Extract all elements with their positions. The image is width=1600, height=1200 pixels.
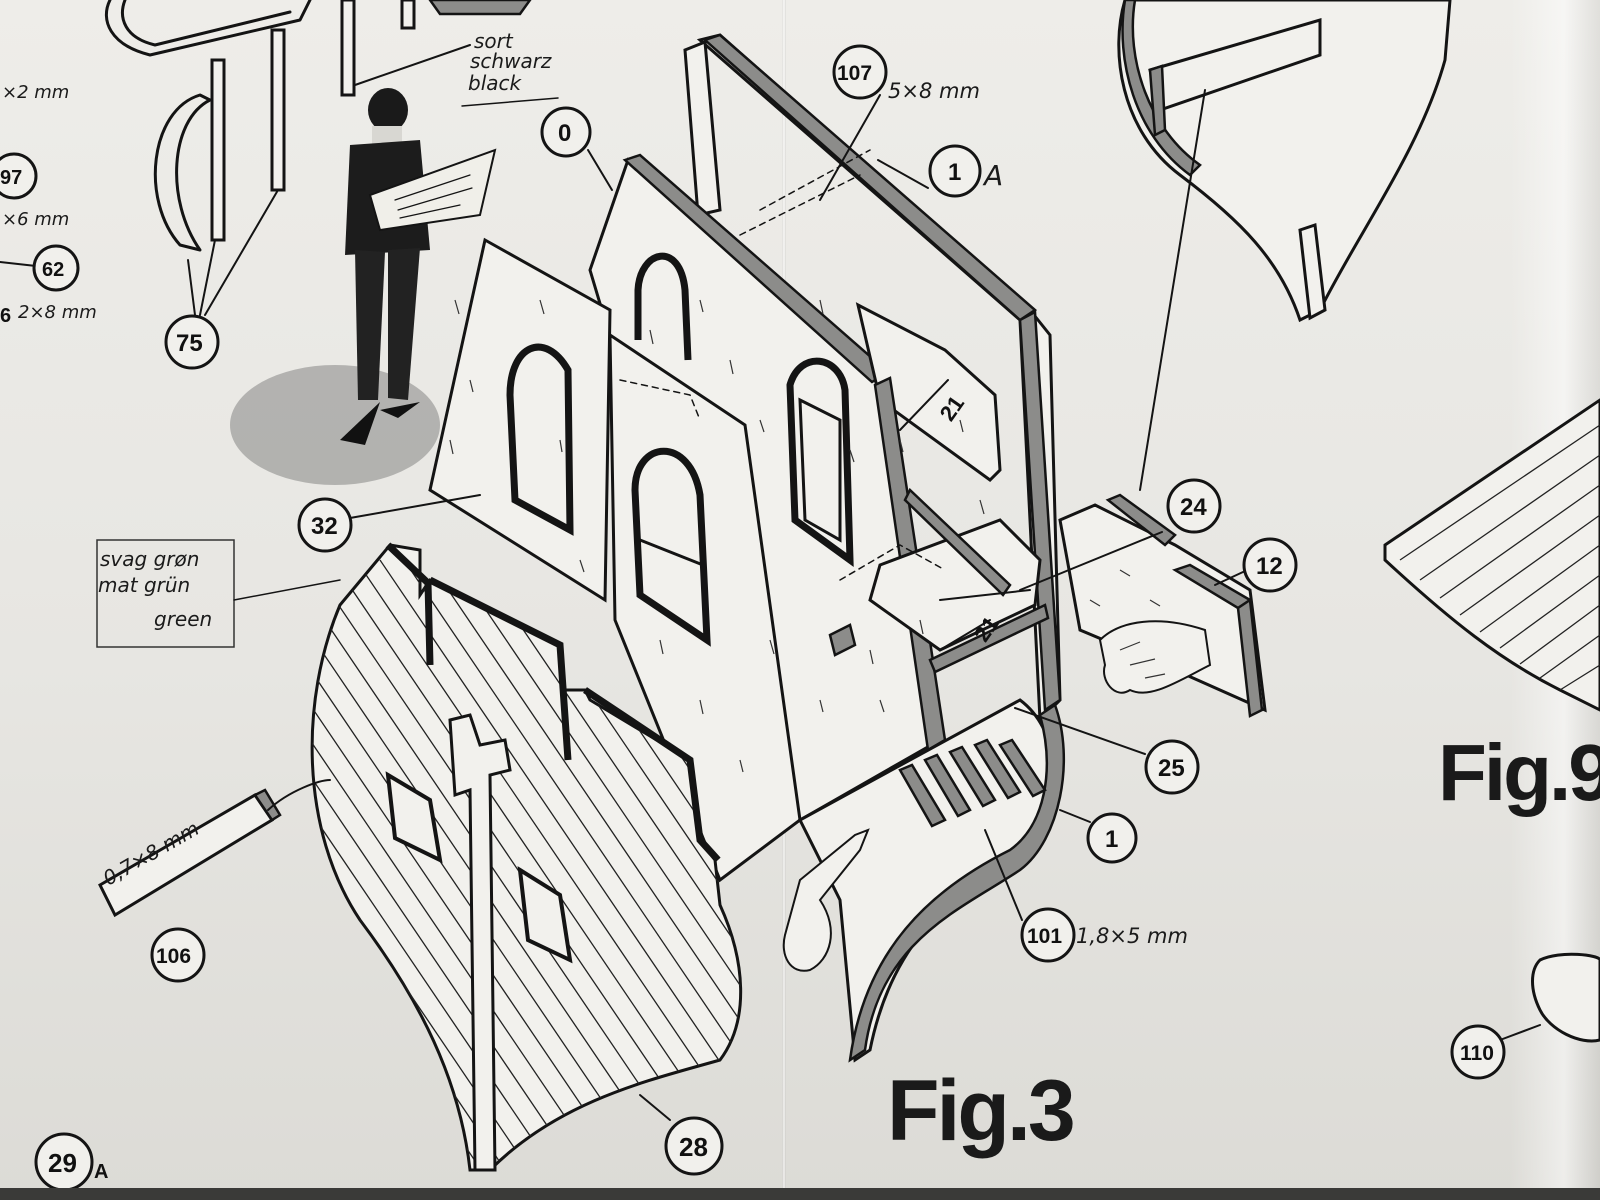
bottom-page-edge [0, 1188, 1600, 1200]
hull-plank-line [427, 559, 741, 1170]
partial-figure-title-right: Fig.9 [1438, 728, 1600, 817]
hull-plank-line [451, 559, 741, 1170]
left-dimension-3: 2×8 mm [18, 302, 97, 323]
callout-97-circle [0, 152, 38, 200]
left-dimension-4: 6 [0, 305, 11, 327]
hull-plank-line [312, 559, 705, 1170]
paint-note-green: svag grøn mat grün green [96, 539, 341, 648]
left-margin-labels: ×2 mm 97 ×6 mm 62 6 2×8 mm [0, 82, 97, 327]
callout-0-label: 0 [558, 120, 571, 147]
paint-note-green-line1: svag grøn [100, 547, 199, 571]
paint-note-black-line3: black [468, 71, 523, 95]
callout-24-label: 24 [1180, 494, 1207, 521]
callout-1a-circle [928, 144, 982, 198]
hull-plank-line [312, 559, 657, 1170]
callout-28-label: 28 [679, 1132, 708, 1162]
callout-62-circle [32, 244, 80, 292]
hull-side-28 [310, 543, 743, 1172]
batten-parts-101 [898, 738, 1047, 828]
callout-0-circle [540, 106, 592, 158]
left-dimension-2: ×6 mm [2, 209, 69, 230]
left-dimension-1: ×2 mm [2, 82, 69, 103]
callout-12-label: 12 [1256, 553, 1283, 580]
callout-12-circle [1242, 537, 1298, 593]
figure-title: Fig.3 [887, 1063, 1073, 1159]
paint-note-green-line3: green [154, 607, 212, 631]
next-figure-parts-top-right [1117, 0, 1452, 491]
callout-107-circle [832, 44, 888, 100]
hull-plank-line [312, 559, 585, 1170]
hull-assembly [98, 33, 1267, 1172]
callout-110-label: 110 [1460, 1042, 1494, 1065]
callout-28-circle [664, 1116, 724, 1176]
dimension-107: 5×8 mm [888, 79, 980, 103]
dimension-101: 1,8×5 mm [1076, 924, 1188, 948]
callout-25-circle [1144, 739, 1200, 795]
hull-plank-line [312, 559, 609, 1170]
hull-plank-line [312, 559, 633, 1170]
hand-left [782, 828, 870, 972]
paint-note-black-line2: schwarz [470, 49, 552, 73]
callout-101-label: 101 [1027, 925, 1062, 948]
callout-32-circle [297, 497, 353, 553]
callout-1-label: 1 [1105, 826, 1118, 853]
callout-25-label: 25 [1158, 755, 1185, 782]
callout-1a-label: 1 [948, 159, 961, 186]
callout-1-circle [1086, 812, 1138, 864]
paint-note-black: sort schwarz black [461, 29, 559, 107]
callout-101-circle [1020, 907, 1076, 963]
previous-figure-parts [104, 0, 532, 316]
hull-plank-line [403, 559, 741, 1170]
next-figure-parts-right [1383, 398, 1600, 1043]
callout-32-label: 32 [311, 513, 338, 540]
callout-75-label: 75 [176, 330, 203, 357]
leader-lines [349, 94, 1244, 1121]
callout-107-label: 107 [837, 62, 872, 85]
hull-plank-line [475, 559, 741, 1170]
paint-note-green-line2: mat grün [98, 573, 190, 597]
callout-24-circle [1166, 478, 1222, 534]
hand-right [1098, 620, 1212, 694]
callout-75-circle [164, 314, 220, 370]
callout-29-label: 29 [48, 1148, 77, 1178]
bulkhead-32 [428, 237, 612, 603]
callout-110-circle [1450, 1024, 1506, 1080]
callout-106-circle [150, 927, 206, 983]
callout-106-label: 106 [156, 945, 191, 968]
callout-1a-suffix: A [982, 159, 1003, 192]
callout-97-label: 97 [0, 167, 22, 189]
callout-62-label: 62 [42, 259, 64, 281]
callout-29-suffix: A [94, 1161, 108, 1183]
scale-man-figure [230, 88, 497, 485]
paint-note-black-line1: sort [474, 29, 514, 53]
frame-1a-top-edge [702, 33, 1038, 322]
